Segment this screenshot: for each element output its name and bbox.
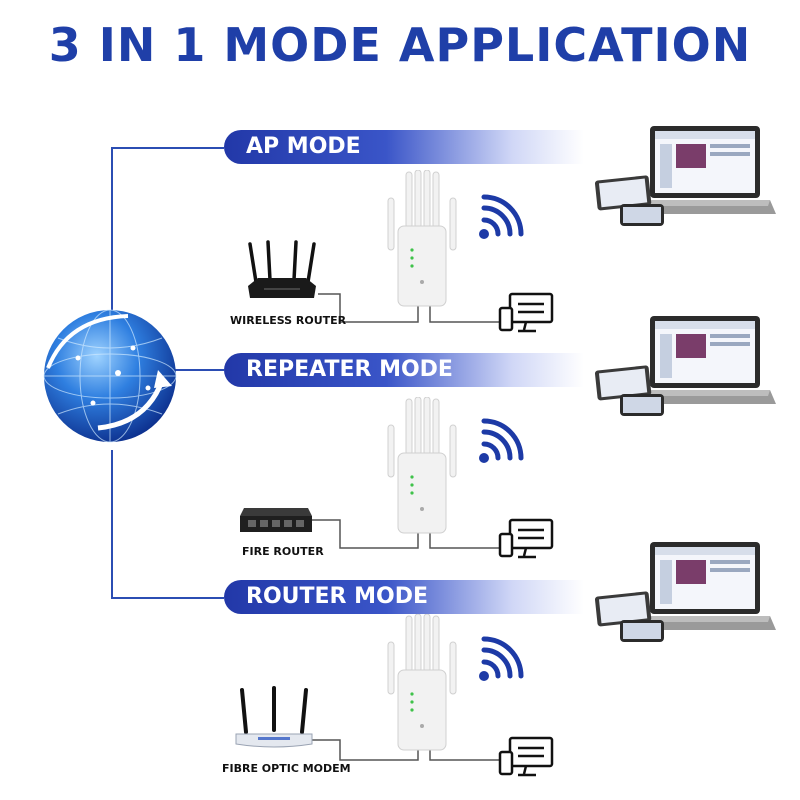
laptop-tablet-phone-icon — [594, 126, 776, 226]
mode-label: ROUTER MODE — [246, 584, 429, 609]
mode-banner-ap: AP MODE — [224, 130, 584, 164]
wireless-router-icon — [248, 240, 316, 298]
globe-icon — [43, 309, 177, 443]
laptop-tablet-phone-icon — [594, 316, 776, 416]
mode-label: AP MODE — [246, 134, 361, 159]
device-label: FIRE ROUTER — [242, 545, 324, 558]
network-switch-icon — [240, 508, 312, 532]
device-label: WIRELESS ROUTER — [230, 314, 347, 327]
laptop-tablet-phone-icon — [594, 542, 776, 642]
desktop-phone-icon — [498, 518, 554, 559]
fibre-modem-icon — [235, 686, 313, 748]
wifi-extender-icon — [387, 170, 457, 307]
mode-banner-repeater: REPEATER MODE — [224, 353, 584, 387]
wifi-extender-icon — [387, 397, 457, 534]
mode-banner-router: ROUTER MODE — [224, 580, 584, 614]
desktop-phone-icon — [498, 292, 554, 333]
wifi-signal-icon — [479, 418, 524, 463]
mode-label: REPEATER MODE — [246, 357, 453, 382]
wifi-signal-icon — [479, 194, 524, 239]
wifi-extender-icon — [387, 614, 457, 751]
wifi-signal-icon — [479, 636, 524, 681]
page-title: 3 IN 1 MODE APPLICATION — [48, 18, 752, 72]
device-label: FIBRE OPTIC MODEM — [222, 762, 351, 775]
desktop-phone-icon — [498, 736, 554, 777]
